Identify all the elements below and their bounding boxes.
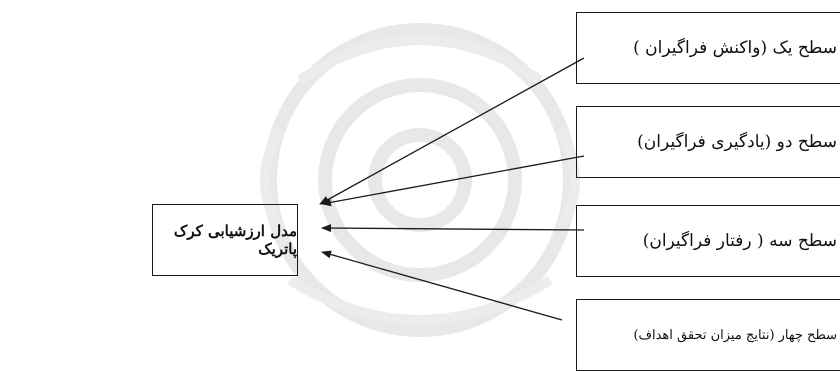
arrow-level-2 [321, 155, 585, 207]
arrow-level-3 [321, 224, 585, 233]
level-1-label: سطح یک (واکنش فراگیران ) [633, 38, 837, 58]
kirkpatrick-model-label: مدل ارزشیابی کرک پاتریک [173, 222, 297, 258]
level-4-label: سطح چهار (نتایج میزان تحقق اهداف) [633, 327, 837, 343]
level-1-box: سطح یک (واکنش فراگیران ) [576, 12, 840, 84]
arrow-level-1 [319, 57, 585, 205]
level-2-label: سطح دو (یادگیری فراگیران) [637, 132, 837, 152]
kirkpatrick-model-box: مدل ارزشیابی کرک پاتریک [152, 204, 298, 276]
level-3-box: سطح سه ( رفتار فراگیران) [576, 205, 840, 277]
arrow-level-4 [321, 250, 563, 321]
level-4-box: سطح چهار (نتایج میزان تحقق اهداف) [576, 299, 840, 371]
level-2-box: سطح دو (یادگیری فراگیران) [576, 106, 840, 178]
level-3-label: سطح سه ( رفتار فراگیران) [642, 231, 837, 251]
